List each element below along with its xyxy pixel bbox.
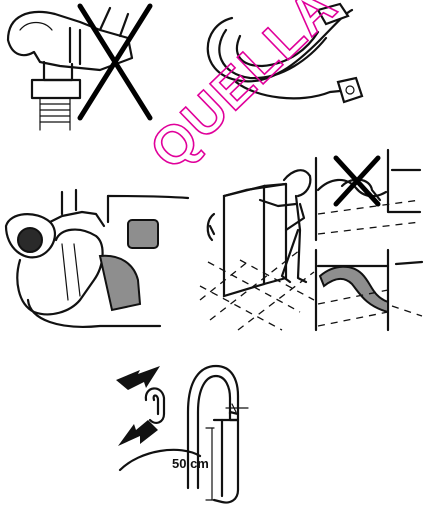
svg-text:QUELLA: QUELLA <box>139 0 349 181</box>
move-appliance-figure <box>200 170 314 330</box>
hose-hand-check-figure <box>6 190 188 327</box>
hose-kinked-figure <box>316 150 420 240</box>
watermark: QUELLA <box>139 0 349 181</box>
arrow-right-icon <box>118 420 158 446</box>
tap-connection-figure <box>8 6 150 130</box>
arrow-left-icon <box>116 366 160 390</box>
measurement-label: 50 cm <box>172 456 209 471</box>
drain-hose-figure: 50 cm <box>116 366 248 503</box>
hose-correct-figure <box>316 250 422 330</box>
